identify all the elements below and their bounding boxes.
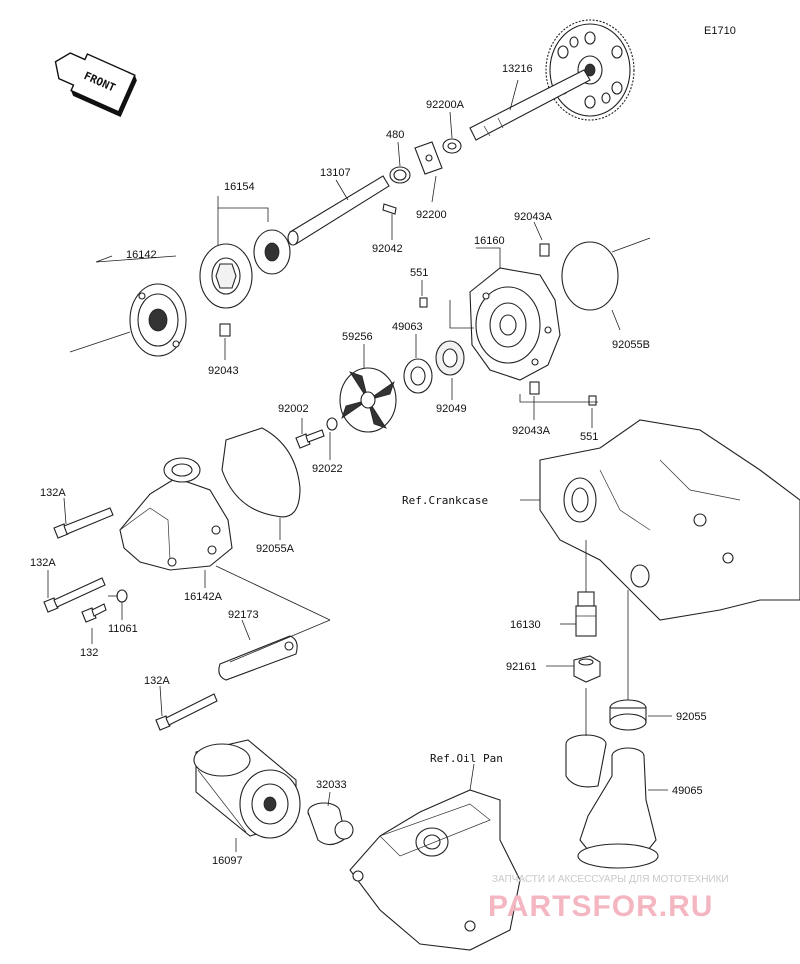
dowel-pin-92043 xyxy=(219,323,231,337)
oil-pan-outline xyxy=(349,789,521,951)
pump-housing-16142 xyxy=(129,283,187,357)
oil-filter-16097 xyxy=(193,739,301,839)
watermark-brand: PARTSFOR.RU xyxy=(488,890,713,923)
oil-seal-92049 xyxy=(435,340,465,376)
part-label: 551 xyxy=(580,431,598,443)
part-label: 92002 xyxy=(278,403,309,415)
front-arrow-icon: FRONT xyxy=(54,52,137,118)
oil-pump-shaft-13216 xyxy=(469,69,591,141)
part-label: 16130 xyxy=(510,619,541,631)
plate-92200 xyxy=(414,141,443,175)
drive-gear xyxy=(545,19,635,121)
part-label: 132A xyxy=(144,675,170,687)
part-label: 92049 xyxy=(436,403,467,415)
pump-rotor-16154 xyxy=(199,229,291,309)
part-label: 92055A xyxy=(256,543,295,555)
part-label: 132A xyxy=(40,487,66,499)
part-label: 92043 xyxy=(208,365,239,377)
fitting-16130 xyxy=(575,591,597,637)
bolt-92002 xyxy=(295,429,325,449)
part-label: 11061 xyxy=(108,623,138,635)
leader-lines xyxy=(47,79,672,852)
part-label: 92173 xyxy=(228,609,259,621)
ref-crankcase-label: Ref.Crankcase xyxy=(402,494,488,507)
part-label: 551 xyxy=(410,267,428,279)
crankcase-outline xyxy=(539,419,800,621)
part-label: 32033 xyxy=(316,779,347,791)
o-ring-92055 xyxy=(609,699,647,731)
part-label: 13216 xyxy=(502,63,533,75)
part-label: 49065 xyxy=(672,785,703,797)
sleeve-32033 xyxy=(307,802,354,846)
bolt-132A-1 xyxy=(53,507,114,539)
part-label: 16097 xyxy=(212,855,243,867)
washer-11061 xyxy=(116,589,128,603)
part-label: 16142 xyxy=(126,249,157,261)
nut-92161 xyxy=(573,655,601,683)
part-label: 92055 xyxy=(676,711,707,723)
pump-shaft-13107 xyxy=(287,175,390,246)
water-pump-cover-16142A xyxy=(119,457,233,571)
dowel-551-bottom xyxy=(588,395,597,406)
dowel-551-top xyxy=(419,297,428,308)
part-labels: 13216 92200A 480 92200 13107 92042 16154… xyxy=(30,63,707,867)
part-label: 92042 xyxy=(372,243,403,255)
watermark: ЗАПЧАСТИ И АКСЕССУАРЫ ДЛЯ МОТОТЕХНИКИ PA… xyxy=(488,874,729,923)
ref-oil-pan-label: Ref.Oil Pan xyxy=(430,752,503,765)
dowel-pin-92043A-top xyxy=(539,243,550,257)
pump-cover-16160 xyxy=(469,267,561,381)
o-ring-92055B xyxy=(561,241,619,311)
part-label: 13107 xyxy=(320,167,351,179)
oil-strainer-49065 xyxy=(565,734,659,869)
part-label: 92043A xyxy=(514,211,553,223)
bolt-132A-3 xyxy=(155,693,218,731)
part-label: 132A xyxy=(30,557,56,569)
part-label: 92055B xyxy=(612,339,650,351)
part-label: 16154 xyxy=(224,181,255,193)
part-label: 49063 xyxy=(392,321,423,333)
bracket-92173 xyxy=(218,635,298,681)
dowel-pin-92043A-bottom xyxy=(529,381,540,395)
washer-92022 xyxy=(326,417,338,431)
bolt-132 xyxy=(81,603,107,623)
part-label: 92200 xyxy=(416,209,447,221)
o-ring-92055A xyxy=(221,427,301,518)
part-label: 480 xyxy=(386,129,404,141)
part-label: 16142A xyxy=(184,591,223,603)
part-label: 92161 xyxy=(506,661,537,673)
part-label: 92200A xyxy=(426,99,465,111)
part-label: 92022 xyxy=(312,463,343,475)
part-label: 132 xyxy=(80,647,98,659)
pin-92042 xyxy=(382,203,397,215)
diagram-code: E1710 xyxy=(704,25,736,37)
bolt-132A-2 xyxy=(43,577,106,613)
impeller-59256 xyxy=(339,367,397,433)
part-label: 16160 xyxy=(474,235,505,247)
watermark-tagline: ЗАПЧАСТИ И АКСЕССУАРЫ ДЛЯ МОТОТЕХНИКИ xyxy=(492,874,729,885)
part-label: 92043A xyxy=(512,425,551,437)
mechanical-seal-49063 xyxy=(403,358,433,394)
part-label: 59256 xyxy=(342,331,373,343)
